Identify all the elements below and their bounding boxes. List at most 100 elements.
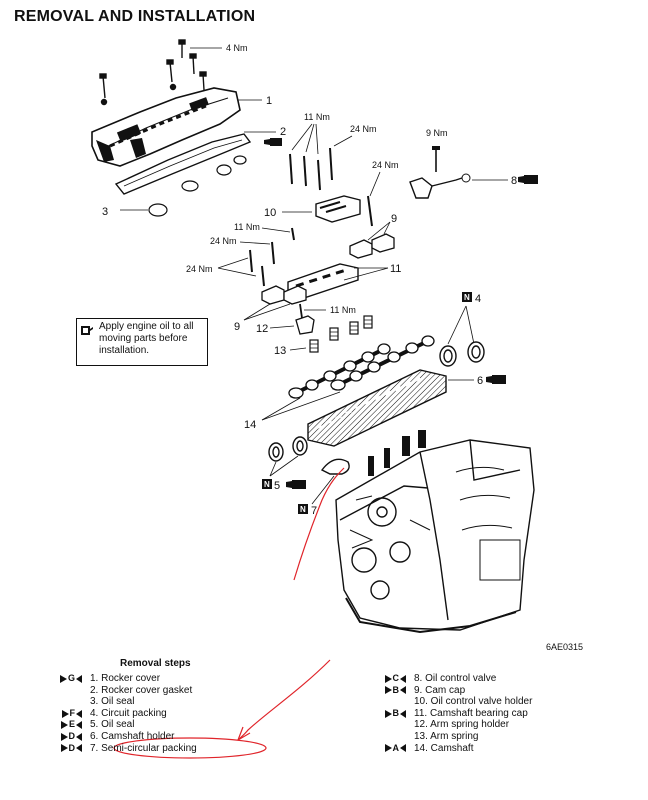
callout-11: 11	[390, 263, 401, 275]
semi-circular-packing	[320, 458, 350, 475]
oil-can-icon	[81, 326, 93, 335]
removal-step: B 9. Cam cap	[370, 685, 532, 697]
step-mark: D	[46, 743, 82, 755]
arm-springs	[309, 315, 373, 353]
step-mark	[46, 698, 82, 706]
callout-1: 1	[266, 95, 272, 107]
figure-code: 6AE0315	[546, 642, 584, 652]
sealant-bottle-icon-4	[286, 480, 306, 489]
step-label: 6. Camshaft holder	[90, 730, 175, 742]
oil-control-valve	[409, 146, 471, 199]
step-mark: G	[46, 673, 82, 685]
torque-label-11nm-c: 11 Nm	[330, 305, 356, 315]
step-mark: B	[370, 685, 406, 697]
callout-10: 10	[264, 207, 276, 219]
callout-14: 14	[244, 419, 256, 431]
step-label: 11. Camshaft bearing cap	[414, 707, 528, 719]
camshafts	[288, 335, 435, 399]
torque-label-11nm-b: 11 Nm	[234, 222, 260, 232]
removal-steps-title: Removal steps	[120, 658, 191, 669]
callout-5: 5	[274, 480, 280, 492]
callout-9a: 9	[391, 213, 397, 225]
callout-6: 6	[477, 375, 483, 387]
removal-step: E 5. Oil seal	[46, 719, 197, 731]
removal-step: D 6. Camshaft holder	[46, 731, 197, 743]
removal-step: 2. Rocker cover gasket	[46, 685, 197, 697]
torque-label-4nm: 4 Nm	[226, 43, 248, 53]
step-mark	[370, 733, 406, 741]
sealant-bottle-icon-3	[486, 375, 506, 384]
arm-spring-holder	[295, 315, 315, 335]
step-mark: E	[46, 719, 82, 731]
removal-step: F 4. Circuit packing	[46, 708, 197, 720]
cam-caps-lower	[261, 285, 307, 305]
removal-step: 12. Arm spring holder	[370, 719, 532, 731]
oil-seal-5	[268, 436, 308, 462]
oil-note-box: Apply engine oil to all moving parts bef…	[76, 318, 208, 366]
callout-4: 4	[475, 293, 481, 305]
svg-text:N: N	[464, 293, 470, 302]
oil-seals-small	[181, 155, 247, 192]
step-label: 13. Arm spring	[414, 730, 479, 742]
callout-3: 3	[102, 206, 108, 218]
callout-8: 8	[511, 175, 517, 187]
rocker-cover	[91, 87, 241, 167]
n-mark-icon-7	[298, 504, 308, 514]
oil-seal-3	[148, 203, 168, 217]
step-label: 8. Oil control valve	[414, 673, 497, 684]
svg-text:N: N	[300, 505, 306, 514]
torque-label-24nm-b: 24 Nm	[372, 160, 399, 170]
step-label: 7. Semi-circular packing	[90, 742, 197, 754]
removal-step: B 11. Camshaft bearing cap	[370, 708, 532, 720]
step-label: 3. Oil seal	[90, 696, 135, 708]
callout-7: 7	[311, 505, 317, 517]
step-label: 10. Oil control valve holder	[414, 696, 533, 708]
step-mark	[370, 721, 406, 729]
removal-step: 13. Arm spring	[370, 731, 532, 743]
step-mark: F	[46, 708, 82, 720]
step-label: 4. Circuit packing	[90, 707, 167, 719]
oil-note-text: Apply engine oil to all moving parts bef…	[99, 321, 194, 356]
step-mark: A	[370, 743, 406, 755]
holder-bolts	[289, 147, 333, 191]
sealant-bottle-icon	[264, 138, 282, 146]
step-mark	[370, 698, 406, 706]
sealant-bottle-icon-2	[518, 175, 538, 184]
step-label: 5. Oil seal	[90, 719, 135, 731]
removal-step: C 8. Oil control valve	[370, 673, 532, 685]
step-mark: C	[370, 673, 406, 685]
cam-caps-upper	[349, 233, 395, 259]
removal-step: A 14. Camshaft	[370, 743, 532, 755]
engine-block	[335, 430, 535, 634]
step-mark: D	[46, 731, 82, 743]
torque-label-24nm-c: 24 Nm	[210, 236, 237, 246]
torque-label-24nm-d: 24 Nm	[186, 264, 213, 274]
step-mark	[46, 686, 82, 694]
camshaft-holder	[307, 369, 447, 447]
page-title: REMOVAL AND INSTALLATION	[14, 8, 256, 25]
torque-label-11nm-a: 11 Nm	[304, 112, 330, 122]
callout-9b: 9	[234, 321, 240, 333]
step-mark: B	[370, 708, 406, 720]
removal-step: 10. Oil control valve holder	[370, 696, 532, 708]
n-mark-icon-4	[462, 292, 472, 302]
step-label: 2. Rocker cover gasket	[90, 684, 193, 696]
torque-label-24nm-a: 24 Nm	[350, 124, 377, 134]
circuit-packing	[439, 341, 485, 367]
rocker-cover-gasket	[114, 133, 252, 195]
step-label: 9. Cam cap	[414, 684, 466, 696]
n-mark-icon-5	[262, 479, 272, 489]
removal-step: D 7. Semi-circular packing	[46, 743, 197, 755]
red-annotation-marks	[113, 467, 345, 759]
torque-label-9nm: 9 Nm	[426, 128, 448, 138]
step-label: 12. Arm spring holder	[414, 719, 510, 731]
step-label: 14. Camshaft	[414, 742, 474, 754]
callout-12: 12	[256, 323, 268, 335]
removal-step: 3. Oil seal	[46, 696, 197, 708]
callout-2: 2	[280, 126, 286, 138]
svg-text:N: N	[264, 480, 270, 489]
